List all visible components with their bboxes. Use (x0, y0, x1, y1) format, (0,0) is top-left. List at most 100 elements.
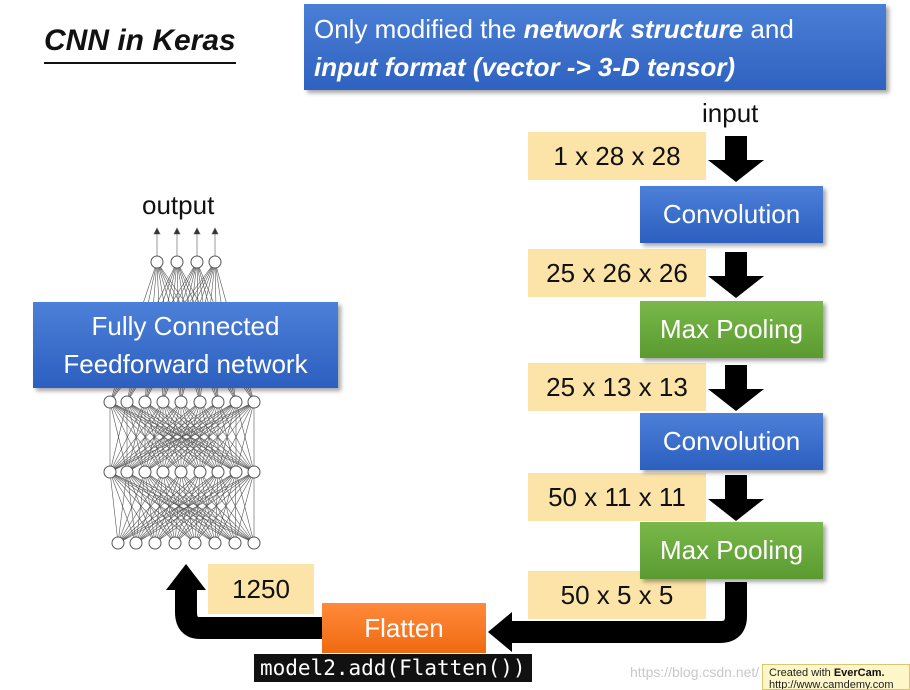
neuron-node (103, 395, 117, 409)
neuron-node (229, 395, 243, 409)
down-arrow-icon (708, 475, 764, 521)
network-edge (117, 471, 219, 544)
network-edge (126, 471, 156, 544)
network-edge (214, 471, 219, 544)
network-edge (109, 471, 119, 544)
output-arrow-icon (173, 227, 181, 235)
slide-title: CNN in Keras (44, 24, 236, 64)
network-edge (126, 401, 182, 473)
network-edge (117, 471, 237, 544)
network-edge (217, 471, 236, 544)
fc-line-2: Feedforward network (63, 349, 308, 379)
network-edge (126, 401, 255, 473)
network-edge (180, 401, 255, 473)
neuron-node (228, 536, 242, 550)
network-edge (162, 471, 196, 544)
network-edge (126, 401, 164, 473)
neuron-node (129, 536, 143, 550)
network-edge (174, 471, 201, 544)
output-arrow-icon (153, 227, 161, 235)
evercam-brand: EverCam. (833, 667, 885, 679)
network-edge (144, 471, 216, 544)
neuron-node (247, 395, 261, 409)
network-edge (144, 401, 182, 473)
network-edge (109, 401, 128, 473)
neuron-node (138, 465, 152, 479)
network-edge (235, 471, 255, 544)
neuron-node (211, 465, 225, 479)
input-label: input (702, 98, 759, 128)
network-edge (162, 471, 255, 544)
banner-bold-1: network structure (523, 14, 744, 44)
network-edge (144, 471, 236, 544)
neuron-node (111, 536, 125, 550)
network-edge (144, 471, 176, 544)
neuron-node (156, 395, 170, 409)
evercam-text: Created with (769, 667, 834, 679)
down-arrow-icon (708, 365, 764, 411)
neuron-node (103, 465, 117, 479)
network-edge (174, 471, 237, 544)
network-edge (109, 401, 201, 473)
arrow-from-flatten-icon (175, 588, 322, 639)
neuron-node (174, 395, 188, 409)
network-edge (117, 471, 201, 544)
network-edge (199, 401, 255, 473)
network-edge (109, 471, 156, 544)
network-edge (144, 401, 255, 473)
neuron-node (150, 255, 164, 269)
network-edge (109, 401, 182, 473)
network-edge (217, 471, 255, 544)
network-edge (109, 401, 255, 473)
flatten-box: Flatten (322, 603, 486, 653)
network-edge (214, 471, 237, 544)
layer-convolution-2: Convolution (640, 413, 823, 470)
output-label: output (142, 190, 215, 220)
down-arrow-icon (708, 252, 764, 298)
network-edge (235, 401, 255, 473)
network-edge (109, 401, 146, 473)
evercam-url: http://www.camdemy.com (769, 679, 894, 690)
network-edge (174, 471, 182, 544)
neuron-node (208, 255, 222, 269)
neuron-node (138, 395, 152, 409)
network-edge (174, 471, 255, 544)
neuron-node (193, 395, 207, 409)
neuron-node (193, 465, 207, 479)
network-edge (162, 471, 176, 544)
network-edge (126, 471, 236, 544)
neuron-node (229, 465, 243, 479)
neuron-node (190, 255, 204, 269)
network-edge (109, 471, 255, 544)
network-edge (194, 471, 201, 544)
output-arrow-icon (211, 227, 219, 235)
layer-max-pooling-1: Max Pooling (640, 301, 823, 358)
network-edge (194, 471, 219, 544)
network-edge (199, 471, 216, 544)
network-edge (234, 471, 255, 544)
network-edge (126, 471, 176, 544)
arrow-head-up-icon (166, 564, 206, 590)
neuron-node (168, 536, 182, 550)
network-edge (180, 471, 236, 544)
banner-bold-2: input format (vector -> 3-D tensor) (314, 52, 736, 82)
network-edge (117, 471, 182, 544)
neuron-node (170, 255, 184, 269)
network-edge (234, 471, 237, 544)
shape-box-pool2: 50 x 5 x 5 (528, 571, 706, 619)
network-edge (117, 471, 255, 544)
evercam-badge: Created with EverCam. http://www.camdemy… (762, 664, 910, 690)
network-edge (162, 471, 236, 544)
neuron-node (156, 465, 170, 479)
network-edge (180, 471, 196, 544)
network-edge (117, 471, 128, 544)
network-edge (144, 471, 196, 544)
network-edge (199, 471, 236, 544)
shape-box-conv1: 25 x 26 x 26 (528, 249, 706, 297)
network-edge (162, 401, 255, 473)
network-edge (109, 401, 164, 473)
shape-box-input: 1 x 28 x 28 (528, 132, 706, 180)
neuron-node (188, 536, 202, 550)
neuron-node (208, 536, 222, 550)
layer-convolution-1: Convolution (640, 186, 823, 243)
